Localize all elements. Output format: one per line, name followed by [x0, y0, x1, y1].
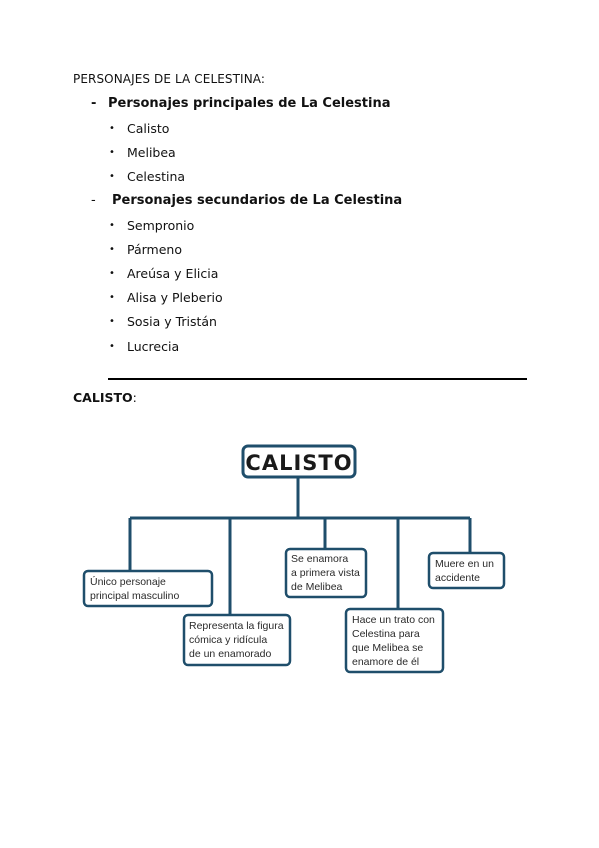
bullet-icon: • [109, 244, 115, 255]
list-item: Melibea [127, 145, 176, 160]
node-text-line: que Melibea se [352, 642, 423, 654]
node-box [284, 547, 368, 599]
calisto-label-colon: : [132, 390, 137, 405]
node-box [82, 569, 214, 608]
list-item: Alisa y Pleberio [127, 290, 223, 305]
node-text-line: cómica y ridícula [189, 634, 267, 646]
bullet-icon: • [109, 171, 115, 182]
node-text-line: Representa la figura [189, 620, 284, 632]
diagram-title-box [241, 444, 357, 479]
node-text-line: Hace un trato con [352, 614, 435, 626]
bullet-icon: • [109, 341, 115, 352]
node-box [344, 607, 445, 674]
section-1-title: Personajes principales de La Celestina [108, 96, 391, 111]
list-item: Lucrecia [127, 339, 180, 354]
node-box [182, 613, 292, 667]
bullet-icon: • [109, 316, 115, 327]
list-item: Celestina [127, 169, 186, 184]
node-text-line: enamore de él [352, 656, 419, 668]
section-2-title: Personajes secundarios de La Celestina [112, 193, 403, 208]
horizontal-rule [108, 378, 527, 380]
diagram-title: CALISTO [245, 451, 352, 475]
bullet-icon: • [109, 147, 115, 158]
list-item: Pármeno [127, 242, 182, 257]
section-1-dash: - [91, 96, 97, 111]
diagram-node-3: Se enamora a primera vista de Melibea [284, 547, 368, 599]
diagram-node-4: Hace un trato con Celestina para que Mel… [344, 607, 445, 674]
page-heading: PERSONAJES DE LA CELESTINA: [73, 72, 266, 86]
diagram-node-2: Representa la figura cómica y ridícula d… [182, 613, 292, 667]
section-2-dash: - [91, 193, 96, 208]
bullet-icon: • [109, 123, 115, 134]
diagram-title-node: CALISTO [241, 444, 357, 479]
node-text-line: de un enamorado [189, 648, 271, 660]
list-item: Calisto [127, 121, 170, 136]
bullet-icon: • [109, 292, 115, 303]
bullet-icon: • [109, 220, 115, 231]
diagram-node-5: Muere en un accidente [427, 551, 506, 590]
list-item: Areúsa y Elicia [127, 266, 219, 281]
list-item: Sempronio [127, 218, 195, 233]
node-text-line: de Melibea [291, 581, 343, 593]
node-box [427, 551, 506, 590]
node-text-line: principal masculino [90, 590, 179, 602]
node-text-line: a primera vista [291, 567, 360, 579]
node-text-line: Se enamora [291, 553, 348, 565]
calisto-section-label: CALISTO: [73, 390, 137, 405]
node-text-line: accidente [435, 572, 480, 584]
connector-lines [128, 477, 472, 615]
node-text-line: Celestina para [352, 628, 420, 640]
calisto-label-text: CALISTO [73, 390, 133, 405]
diagram-node-1: Único personaje principal masculino [82, 569, 214, 608]
node-text-line: Único personaje [90, 575, 166, 588]
list-item: Sosia y Tristán [127, 314, 217, 329]
node-text-line: Muere en un [435, 558, 494, 570]
bullet-icon: • [109, 268, 115, 279]
